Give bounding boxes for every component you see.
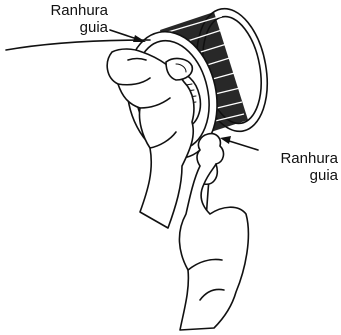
top-guide-slot-label-line2: guia (22, 19, 108, 36)
right-hand (179, 134, 248, 330)
bottom-guide-slot-label-line2: guia (240, 167, 338, 184)
bottom-guide-slot-label-line1: Ranhura (240, 150, 338, 167)
leader-bottom (220, 136, 258, 150)
left-hand (107, 49, 194, 228)
top-guide-slot-label-line1: Ranhura (22, 2, 108, 19)
top-guide-slot-label: Ranhura guia (22, 2, 108, 36)
bottom-guide-slot-label: Ranhura guia (240, 150, 338, 184)
